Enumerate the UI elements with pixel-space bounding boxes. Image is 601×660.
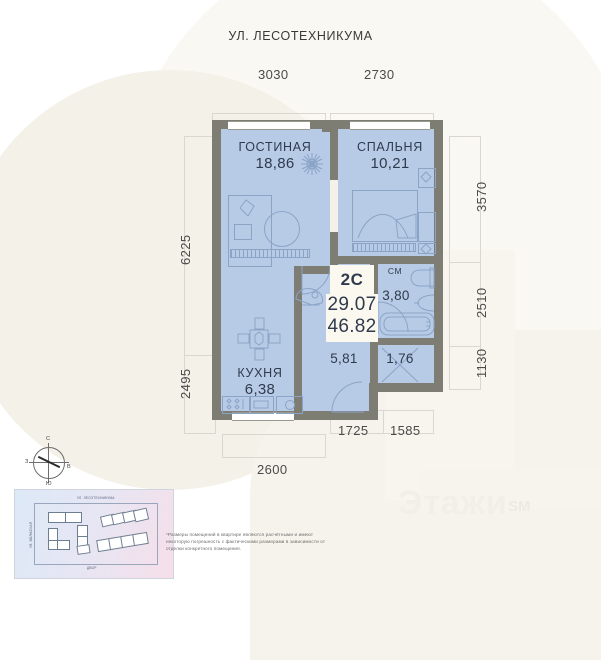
label-kitchen-area: 6,38 <box>244 381 276 398</box>
site-map-boundary <box>34 503 158 565</box>
label-kitchen-name: КУХНЯ <box>237 366 283 380</box>
site-map-top-label: УЛ. ЛЕСОТЕХНИКУМА <box>77 496 115 500</box>
wall-interior-bedroom-bath <box>338 256 442 264</box>
living-radiator <box>230 249 310 258</box>
label-hall-area: 5,81 <box>330 351 358 366</box>
kitchen-counter-left <box>222 396 250 414</box>
door-entrance <box>331 381 364 413</box>
wall-exterior-bottom-right <box>376 383 442 392</box>
label-closet-area-wrap: 1,76 <box>382 351 418 366</box>
site-map-building <box>65 512 82 523</box>
bedroom-nightstand-top <box>418 168 436 188</box>
kitchen-hob-icon <box>226 398 244 410</box>
floor-fill-bedroom <box>338 128 442 256</box>
label-bedroom-area: 10,21 <box>370 155 410 172</box>
compass-label-east: В <box>67 464 71 470</box>
wall-interior-living-bedroom <box>330 120 338 180</box>
site-map-building <box>57 540 70 550</box>
floor-fill-closet <box>378 344 440 390</box>
kitchen-table-chairs <box>237 317 281 361</box>
bath-toilet <box>410 267 435 289</box>
bedroom-nightstand-top-mark <box>420 171 432 183</box>
dim-top-2730: 2730 <box>364 67 395 82</box>
bedroom-bed-blanket <box>357 213 417 239</box>
window-kitchen-bottom <box>232 412 294 421</box>
label-bedroom: СПАЛЬНЯ 10,21 <box>340 140 440 173</box>
dim-bottom-1725: 1725 <box>338 423 369 438</box>
label-bedroom-name: СПАЛЬНЯ <box>357 140 423 154</box>
bath-sink <box>414 294 435 312</box>
label-bathroom-area-wrap: 3,80 <box>376 288 416 303</box>
wall-interior-hall-bath <box>370 256 378 298</box>
hall-wardrobe-icon <box>295 288 323 306</box>
bedroom-stool-mark <box>420 243 432 255</box>
watermark-suffix: SM <box>508 498 531 515</box>
bath-bathtub <box>379 312 435 336</box>
wall-interior-hall-closet <box>370 330 378 388</box>
watermark-logo-text: Этажи <box>398 484 508 522</box>
dim-box-right-lower <box>449 346 481 390</box>
label-bathroom-area: 3,80 <box>382 288 410 303</box>
bedroom-nightstand-bottom <box>418 212 436 242</box>
window-living-top <box>228 121 310 130</box>
label-living-area: 18,86 <box>255 155 295 172</box>
compass-label-west: З <box>25 459 29 465</box>
living-armchair <box>239 199 255 217</box>
street-title: УЛ. ЛЕСОТЕХНИКУМА <box>228 29 373 43</box>
wall-interior-living-hall <box>294 266 330 274</box>
site-map-bottom-label: ДВОР <box>87 566 97 570</box>
badge-apartment-type: 2С <box>340 270 364 289</box>
dim-box-bottom-outer <box>222 434 326 458</box>
kitchen-sink-icon <box>253 400 269 409</box>
label-kitchen: КУХНЯ 6,38 <box>222 366 298 399</box>
bedroom-bed <box>352 190 418 242</box>
compass-label-north: С <box>46 436 50 442</box>
wall-step-right <box>369 383 378 420</box>
label-living-room: ГОСТИНАЯ 18,86 <box>225 140 325 173</box>
kitchen-sink-unit <box>250 396 274 414</box>
compass-label-south: Ю <box>46 481 52 487</box>
door-bath <box>377 301 409 334</box>
site-map[interactable]: УЛ. ЛЕСОТЕХНИКУМА УЛ. ВОЛЖСКАЯ ДВОР <box>14 489 174 579</box>
dim-left-2495: 2495 <box>178 368 193 399</box>
wall-nub-top-mid <box>322 120 338 132</box>
compass-ring <box>33 447 65 479</box>
label-hall-area-wrap: 5,81 <box>326 351 362 366</box>
site-map-left-label: УЛ. ВОЛЖСКАЯ <box>29 521 33 548</box>
wall-exterior-left <box>212 120 221 420</box>
label-bathroom-name: СМ <box>387 266 403 276</box>
door-closet <box>381 347 419 383</box>
label-closet-area: 1,76 <box>386 351 414 366</box>
window-bedroom-top <box>350 121 430 130</box>
dim-box-bottom-1585 <box>383 410 434 434</box>
dim-bottom-2600: 2600 <box>257 462 288 477</box>
living-plant-icon <box>301 153 323 175</box>
dim-right-3570: 3570 <box>474 181 489 212</box>
badge-living-area: 29.07 <box>327 294 377 315</box>
living-sofa-cushion <box>234 224 252 240</box>
dim-top-3030: 3030 <box>258 67 289 82</box>
bedroom-radiator <box>352 243 416 252</box>
wall-interior-living-bedroom-lower <box>330 232 338 272</box>
site-map-building <box>132 531 149 547</box>
badge-total-area: 46.82 <box>327 316 377 337</box>
wall-interior-bath-closet <box>378 338 436 345</box>
label-living-name: ГОСТИНАЯ <box>238 140 312 154</box>
living-table <box>264 211 300 247</box>
dim-left-6225: 6225 <box>178 234 193 265</box>
apartment-summary-areas: 29.07 46.82 <box>326 294 378 342</box>
kitchen-appliance-unit <box>276 396 303 414</box>
dim-right-1130: 1130 <box>474 348 489 378</box>
label-bathroom: СМ <box>378 266 412 276</box>
wall-interior-kitchen-hall <box>294 266 302 420</box>
dim-right-2510: 2510 <box>474 287 489 318</box>
compass-rose: С Ю З В <box>25 436 72 487</box>
dim-bottom-1585: 1585 <box>390 423 421 438</box>
site-map-building <box>76 544 91 555</box>
disclaimer-text: *Размеры помещений в квартире являются р… <box>166 532 326 552</box>
wall-exterior-bottom-mid <box>323 411 378 420</box>
kitchen-appliance-dial <box>285 400 295 410</box>
